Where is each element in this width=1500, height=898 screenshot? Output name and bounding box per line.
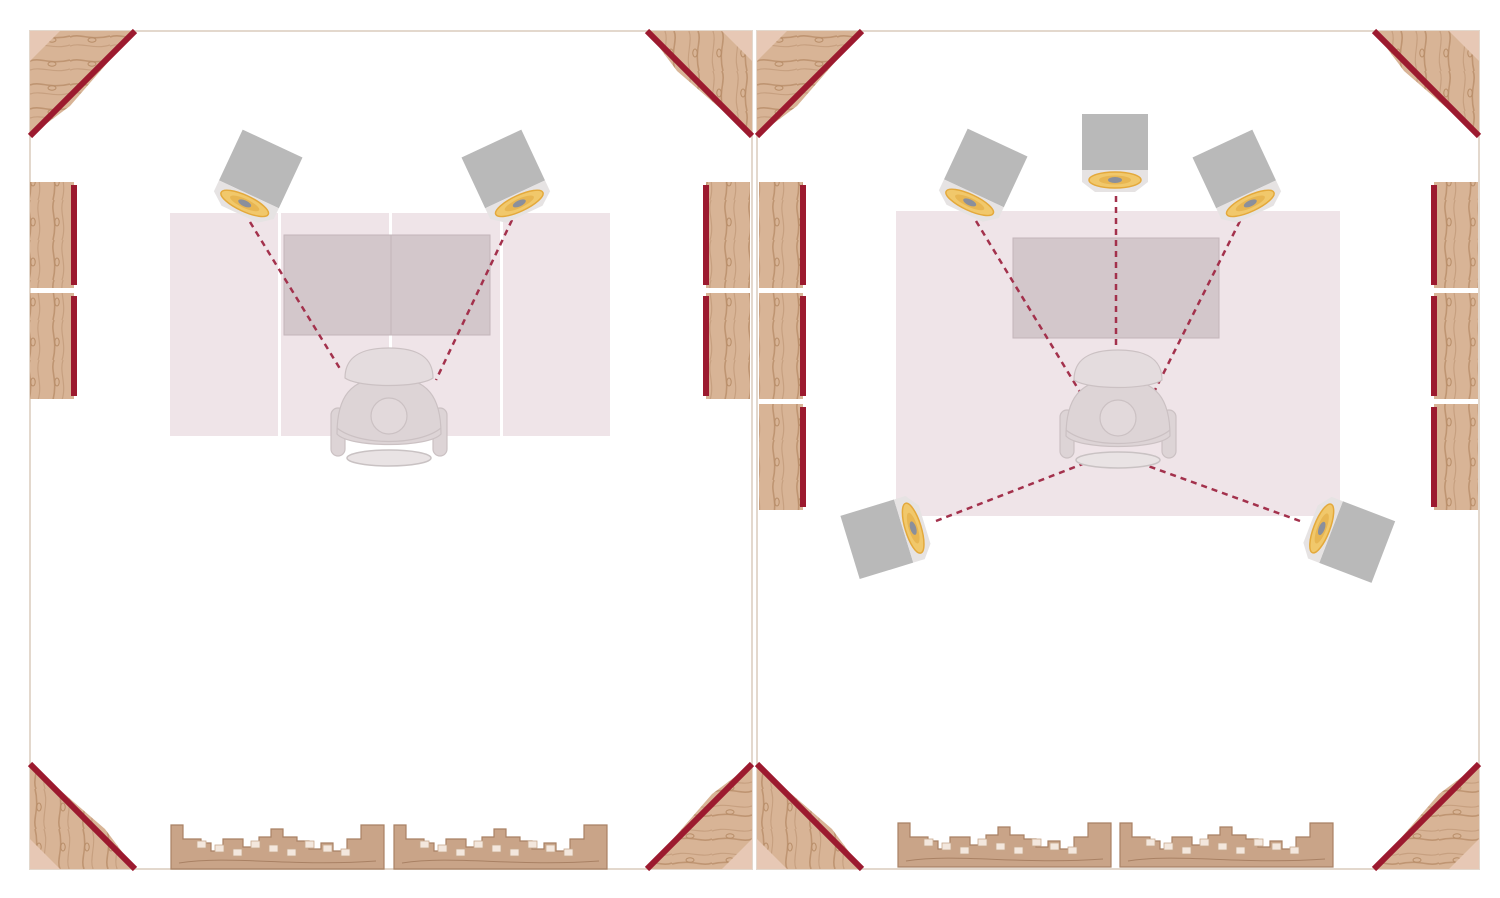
sight-line xyxy=(1148,220,1242,401)
rear-diffuser xyxy=(393,824,608,870)
acoustic-panel-icon xyxy=(1434,293,1478,399)
corner-bass-trap xyxy=(1371,761,1482,872)
side-wall-panel xyxy=(1431,182,1478,288)
side-wall-panel xyxy=(30,293,77,399)
side-wall-panel xyxy=(30,182,77,288)
diffuser-block xyxy=(455,848,466,857)
stereo-room-panel xyxy=(27,28,755,872)
acoustic-panel-icon xyxy=(1434,404,1478,510)
acoustic-panel-icon xyxy=(30,293,74,399)
bass-trap-face xyxy=(644,28,755,139)
side-wall-panel xyxy=(1431,293,1478,399)
diffuser-block xyxy=(1253,838,1264,847)
bass-trap-face xyxy=(1371,28,1482,139)
diffuser-block xyxy=(563,848,574,857)
rear-diffuser xyxy=(897,822,1112,868)
diffuser-block xyxy=(1163,842,1174,851)
diffuser-block xyxy=(1235,846,1246,855)
diffuser-block xyxy=(995,842,1006,851)
bass-trap-face xyxy=(754,761,865,872)
diffuser-block xyxy=(545,844,556,853)
diffuser-block xyxy=(196,840,207,849)
diffuser-block xyxy=(286,848,297,857)
monitor xyxy=(283,234,491,336)
bass-trap-face xyxy=(27,28,138,139)
diffuser-block xyxy=(509,848,520,857)
diffuser-block xyxy=(1031,838,1042,847)
diffuser-grain xyxy=(401,859,600,864)
corner-bass-trap xyxy=(644,761,755,872)
diffuser-block xyxy=(268,844,279,853)
side-wall-panel xyxy=(759,182,806,288)
diffuser-block xyxy=(1289,846,1300,855)
surround-room-panel xyxy=(754,28,1482,872)
acoustic-panel-icon xyxy=(706,182,750,288)
diffuser-block xyxy=(250,840,261,849)
sight-line xyxy=(434,219,514,381)
diffuser-grain xyxy=(1127,857,1326,862)
acoustic-panel-icon xyxy=(1434,182,1478,288)
diffuser-block xyxy=(473,840,484,849)
sight-line xyxy=(935,456,1099,523)
center-speaker xyxy=(1081,113,1149,193)
acoustic-panel-icon xyxy=(759,182,803,288)
side-wall-panel xyxy=(703,293,750,399)
sight-line xyxy=(248,221,344,373)
diffuser-block xyxy=(1271,842,1282,851)
diffuser-block xyxy=(1181,846,1192,855)
corner-bass-trap xyxy=(1371,28,1482,139)
side-wall-panel xyxy=(1431,404,1478,510)
diffuser-block xyxy=(959,846,970,855)
side-wall-panel xyxy=(759,404,806,510)
rear-diffuser xyxy=(170,824,385,870)
acoustic-panel-icon xyxy=(706,293,750,399)
acoustic-panel-icon xyxy=(30,182,74,288)
side-wall-panel xyxy=(759,293,806,399)
corner-bass-trap xyxy=(27,28,138,139)
diffuser-block xyxy=(923,838,934,847)
diffuser-block xyxy=(1067,846,1078,855)
bass-trap-face xyxy=(1371,761,1482,872)
diffuser-block xyxy=(1199,838,1210,847)
diffuser-block xyxy=(1049,842,1060,851)
diffuser-block xyxy=(437,844,448,853)
acoustic-panel-icon xyxy=(759,293,803,399)
corner-bass-trap xyxy=(644,28,755,139)
diffuser-block xyxy=(527,840,538,849)
bass-trap-face xyxy=(644,761,755,872)
corner-bass-trap xyxy=(27,761,138,872)
diffuser-block xyxy=(232,848,243,857)
bass-trap-face xyxy=(27,761,138,872)
diffuser-block xyxy=(941,842,952,851)
diffuser-grain xyxy=(905,857,1104,862)
diffuser-block xyxy=(1145,838,1156,847)
diffuser-block xyxy=(340,848,351,857)
rear-diffuser xyxy=(1119,822,1334,868)
diffuser-block xyxy=(491,844,502,853)
desk-section xyxy=(503,213,610,436)
desk-section xyxy=(170,213,278,436)
acoustic-panel-icon xyxy=(759,404,803,510)
sight-line xyxy=(974,220,1082,393)
corner-bass-trap xyxy=(754,28,865,139)
corner-bass-trap xyxy=(754,761,865,872)
bass-trap-face xyxy=(754,28,865,139)
sight-line xyxy=(1125,456,1301,523)
diffuser-block xyxy=(977,838,988,847)
side-wall-panel xyxy=(703,182,750,288)
diffuser-block xyxy=(1013,846,1024,855)
diffuser-block xyxy=(1217,842,1228,851)
diffuser-block xyxy=(214,844,225,853)
diffuser-block xyxy=(304,840,315,849)
diffuser-block xyxy=(419,840,430,849)
diffuser-block xyxy=(322,844,333,853)
diffuser-grain xyxy=(178,859,377,864)
